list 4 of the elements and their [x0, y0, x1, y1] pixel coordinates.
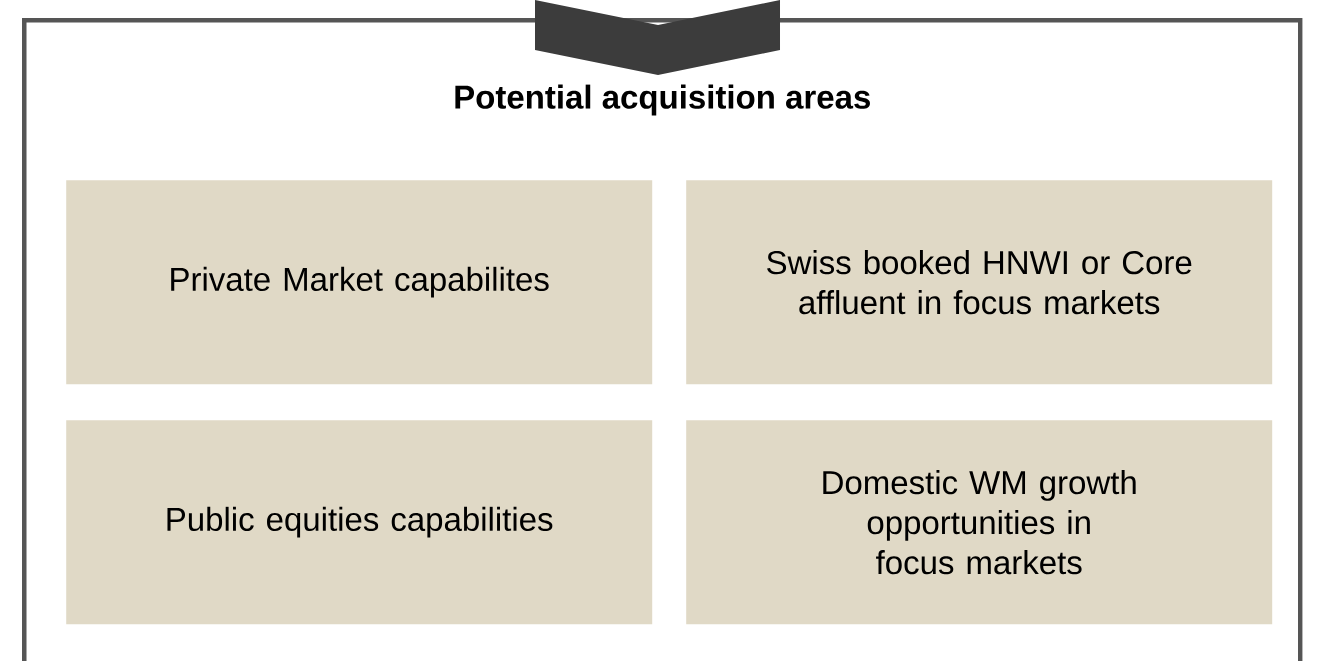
- category-box: Domestic WM growth opportunities in focus markets: [686, 420, 1273, 625]
- category-box: Private Market capabilites: [66, 180, 653, 385]
- category-box: Swiss booked HNWI or Core affluent in focus markets: [686, 180, 1273, 385]
- category-box: Public equities capabilities: [66, 420, 653, 625]
